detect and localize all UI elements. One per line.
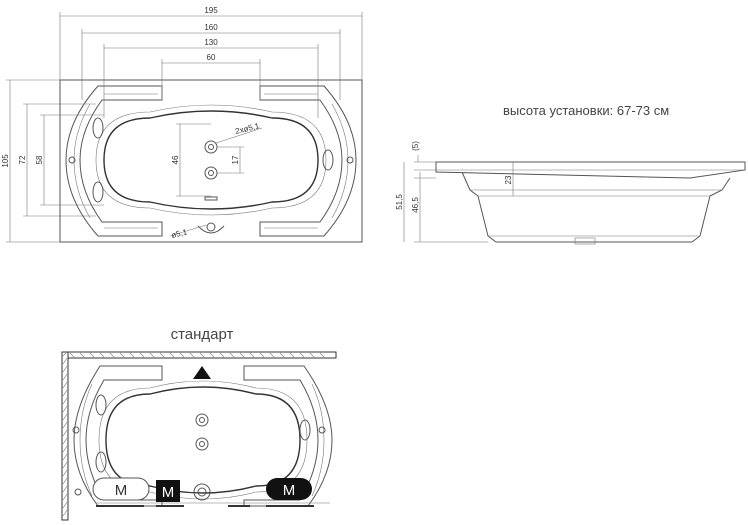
- headrest-right: [322, 149, 334, 171]
- marker-m-square: [156, 480, 180, 502]
- dim-51-5: 51,5: [395, 194, 404, 210]
- bottom-drain: [193, 483, 211, 501]
- install-height-label: высота установки: 67-73 см: [503, 103, 669, 118]
- dim-105: 105: [1, 154, 10, 168]
- nozzle-lower: [204, 166, 218, 180]
- bottom-rim-right: [243, 365, 333, 507]
- top-view: 195 160 130 60 105 72 58 46 17: [1, 6, 363, 243]
- handle-left: [68, 156, 76, 164]
- bottom-nozzle-upper: [195, 413, 209, 427]
- bottom-nozzle-lower: [195, 437, 209, 451]
- marker-m-outline-label: M: [115, 482, 128, 499]
- tub-outline: [59, 79, 363, 243]
- bottom-basin: [105, 386, 301, 494]
- handle-right: [346, 156, 354, 164]
- standard-title: стандарт: [171, 326, 234, 343]
- marker-m-outline: [92, 477, 150, 501]
- marker-m-square-label: M: [162, 484, 175, 501]
- side-view: высота установки: 67-73 см (5) 51,5 46,5…: [395, 103, 746, 245]
- dim-160: 160: [204, 23, 218, 32]
- dim-23: 23: [504, 175, 513, 184]
- dim-60: 60: [207, 53, 216, 62]
- bottom-view: стандарт M M: [61, 326, 337, 521]
- wall-left: [61, 351, 69, 521]
- drain-callout: ø5,1: [170, 227, 188, 240]
- dim-72: 72: [18, 155, 27, 164]
- dim-46: 46: [171, 155, 180, 164]
- dim-130: 130: [204, 38, 218, 47]
- wall-top: [61, 351, 337, 359]
- nozzle-upper: [204, 140, 218, 154]
- basin: [103, 110, 319, 210]
- headrest-left-bottom: [92, 181, 104, 203]
- nozzle-callout: 2xø5,1: [234, 121, 260, 136]
- headrest-left-top: [92, 117, 104, 139]
- marker-m-filled: [266, 478, 312, 500]
- bottom-headrest-right: [299, 419, 311, 441]
- dim-17: 17: [231, 155, 240, 164]
- bottom-headrest-left-bottom: [95, 451, 107, 473]
- bottom-handle-right: [318, 426, 326, 434]
- dim-46-5: 46,5: [411, 197, 420, 213]
- bottom-handle-left: [72, 426, 80, 434]
- dim-195: 195: [204, 6, 218, 15]
- side-body: [461, 171, 731, 243]
- side-rim: [435, 161, 746, 179]
- drain: [197, 225, 225, 234]
- dim-58: 58: [35, 155, 44, 164]
- rim-right: [259, 85, 357, 237]
- bottom-headrest-left-top: [95, 394, 107, 416]
- marker-m-filled-label: M: [283, 482, 296, 499]
- rim-left: [65, 85, 163, 237]
- direction-triangle-icon: [193, 366, 211, 379]
- dim-rim-5: (5): [411, 141, 420, 151]
